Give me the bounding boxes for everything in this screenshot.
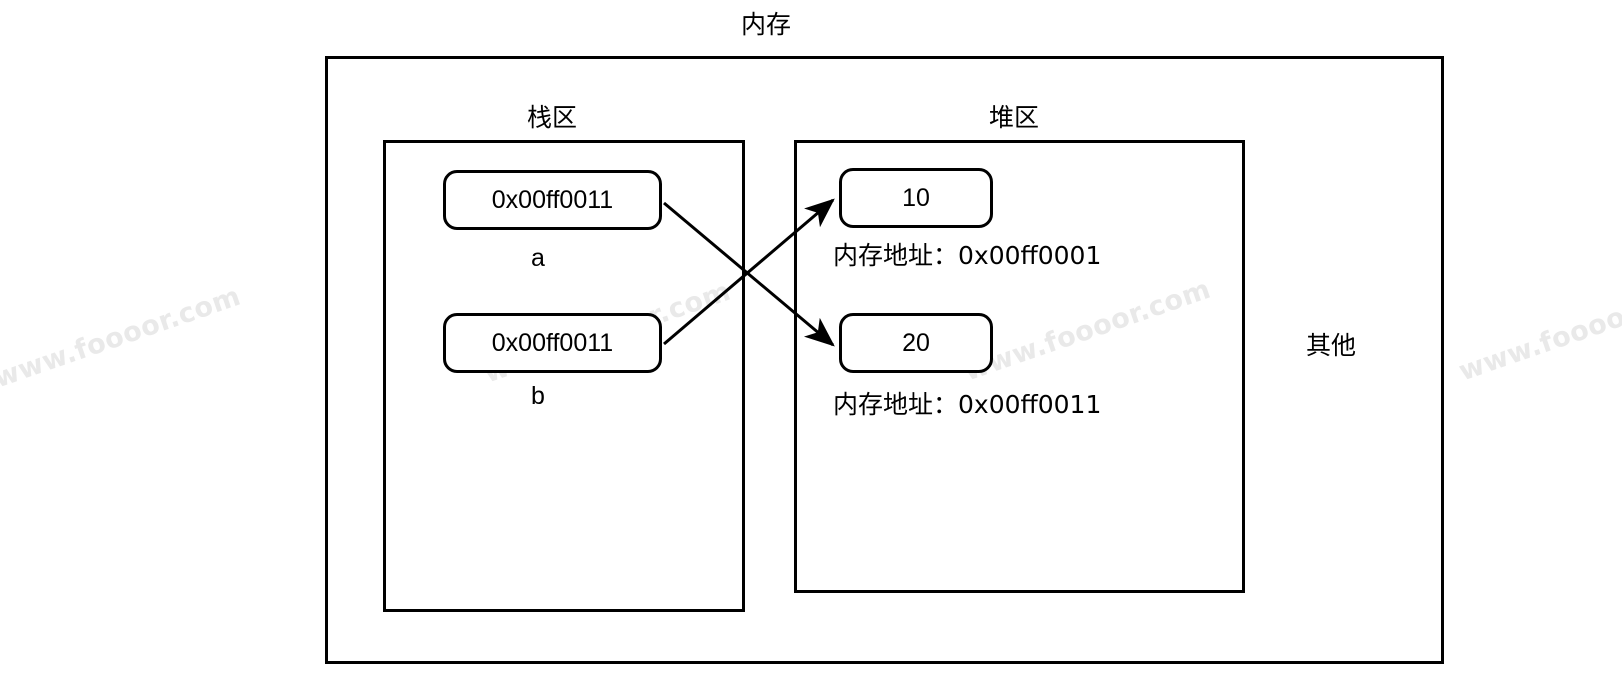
- heap-object-value-20: 20: [902, 328, 930, 357]
- heap-region-label: 堆区: [988, 103, 1040, 132]
- stack-variable-value-a: 0x00ff0011: [491, 185, 614, 214]
- heap-region-box: [794, 140, 1245, 593]
- memory-outer-box: [325, 56, 1444, 664]
- heap-object-box-10[interactable]: 10: [839, 168, 993, 228]
- heap-object-address-20: 内存地址：0x00ff0011: [833, 390, 1102, 419]
- stack-region-label: 栈区: [526, 103, 578, 132]
- stack-variable-box-a[interactable]: 0x00ff0011: [443, 170, 662, 230]
- stack-variable-value-b: 0x00ff0011: [491, 328, 614, 357]
- heap-object-box-20[interactable]: 20: [839, 313, 993, 373]
- diagram-title: 内存: [740, 10, 792, 39]
- stack-region-box: [383, 140, 745, 612]
- heap-object-address-10: 内存地址：0x00ff0001: [833, 241, 1102, 270]
- watermark: www.foooor.com: [1455, 273, 1622, 388]
- heap-object-value-10: 10: [902, 183, 930, 212]
- watermark: www.foooor.com: [0, 280, 245, 395]
- stack-variable-name-b: b: [531, 382, 545, 410]
- stack-variable-name-a: a: [531, 244, 545, 272]
- stack-variable-box-b[interactable]: 0x00ff0011: [443, 313, 662, 373]
- other-region-label: 其他: [1305, 331, 1357, 360]
